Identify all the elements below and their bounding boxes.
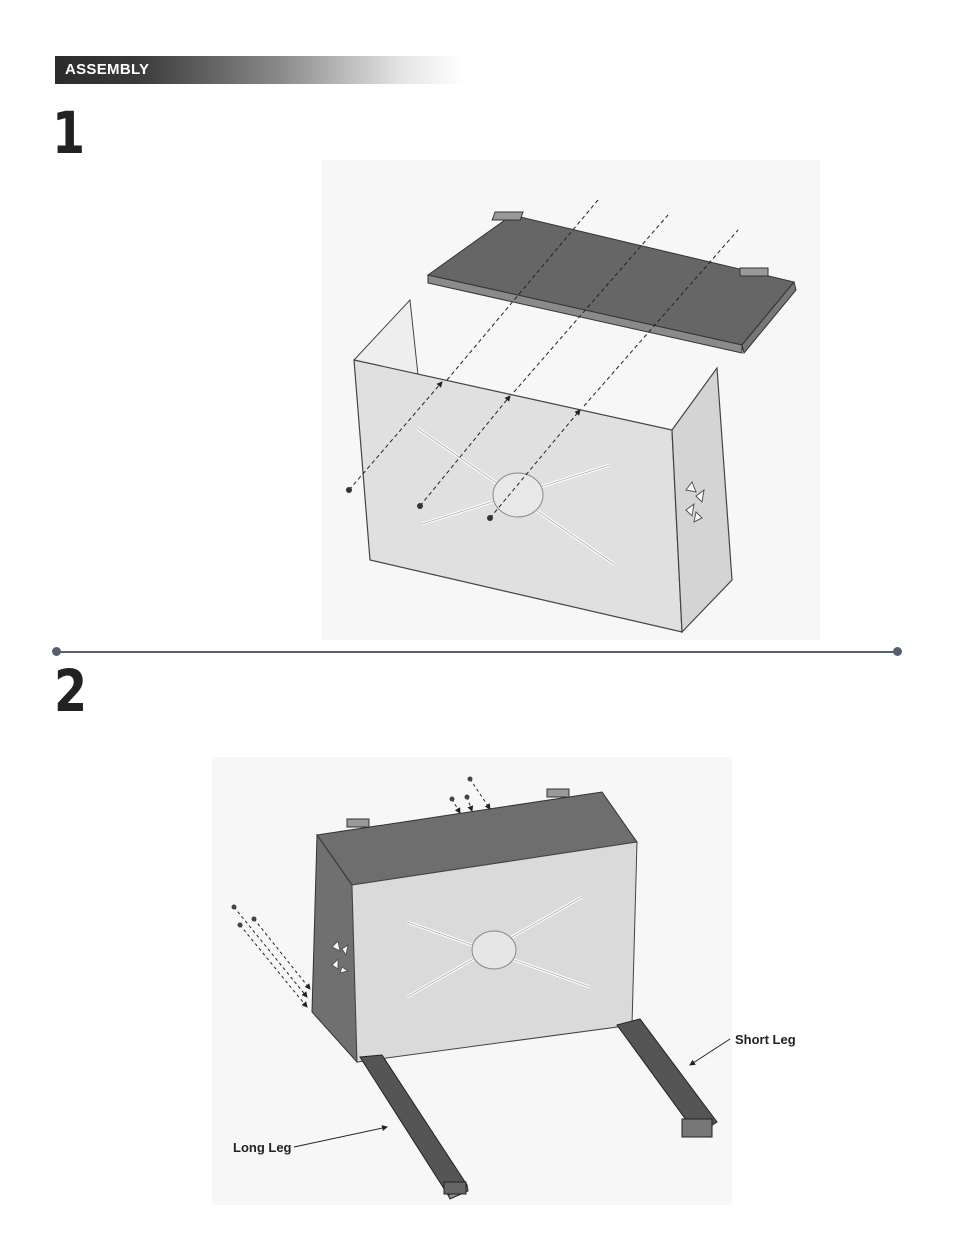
section-divider — [56, 651, 898, 653]
section-header: ASSEMBLY — [55, 56, 465, 84]
short-leg-drawing — [617, 1019, 717, 1137]
step-number-1: 1 — [52, 104, 85, 162]
divider-dot-right — [893, 647, 902, 656]
step1-illustration — [322, 160, 820, 640]
long-leg-drawing — [360, 1055, 468, 1199]
section-title: ASSEMBLY — [65, 61, 149, 78]
top-panel — [428, 212, 796, 353]
step2-illustration — [212, 757, 732, 1205]
short-leg-label: Short Leg — [735, 1032, 796, 1047]
step-number-2: 2 — [54, 662, 87, 720]
long-leg-label: Long Leg — [233, 1140, 292, 1155]
